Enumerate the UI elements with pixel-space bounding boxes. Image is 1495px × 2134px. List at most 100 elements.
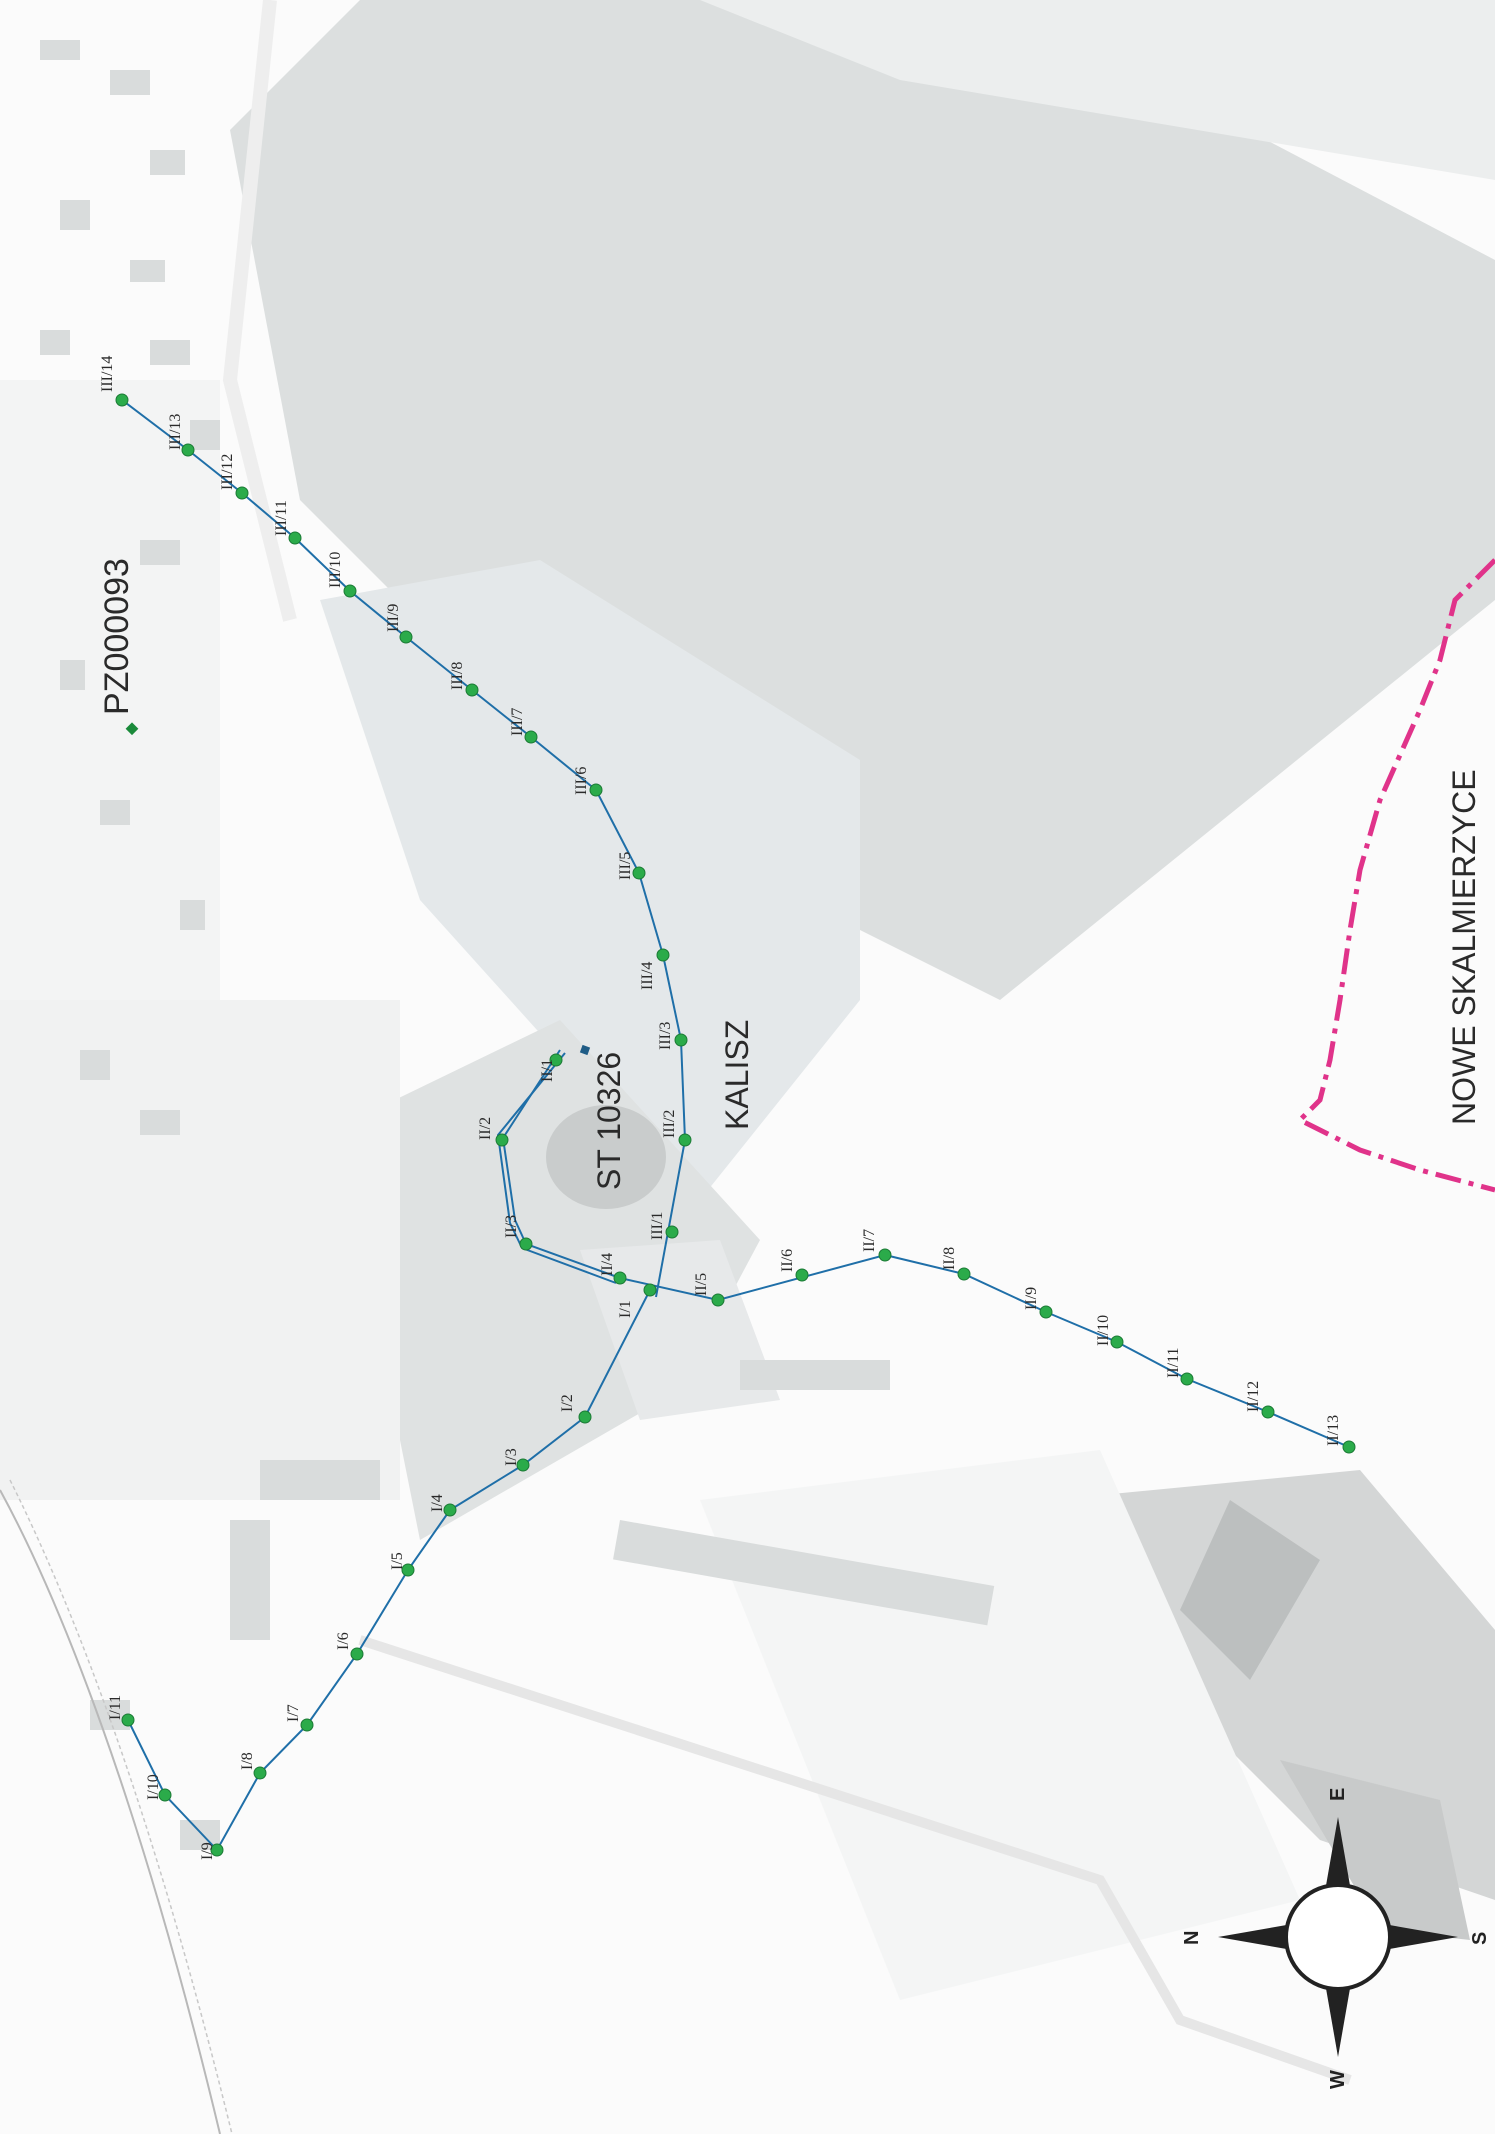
label-III-1: III/1 <box>649 1212 666 1240</box>
city-label: KALISZ <box>719 1020 755 1130</box>
point-I-3[interactable] <box>516 1458 530 1472</box>
point-II-2[interactable] <box>495 1133 509 1147</box>
label-I-4: I/4 <box>429 1494 446 1512</box>
label-I-11: I/11 <box>107 1695 124 1720</box>
point-II-3[interactable] <box>519 1237 533 1251</box>
point-II-12[interactable] <box>1261 1405 1275 1419</box>
point-labels: I/1 I/2 I/3 I/4 I/5 I/6 I/7 I/8 I/9 I/10… <box>99 356 1342 1860</box>
label-III-10: III/10 <box>327 552 344 588</box>
label-III-2: III/2 <box>661 1110 678 1138</box>
point-III-14[interactable] <box>115 393 129 407</box>
point-III-7[interactable] <box>524 730 538 744</box>
point-III-6[interactable] <box>589 783 603 797</box>
point-I-9[interactable] <box>210 1843 224 1857</box>
label-III-9: III/9 <box>385 604 402 632</box>
point-III-5[interactable] <box>632 866 646 880</box>
point-II-11[interactable] <box>1180 1372 1194 1386</box>
compass-rose: N S E W <box>1181 1788 1491 2089</box>
compass-label-w: W <box>1327 2070 1349 2089</box>
point-II-6[interactable] <box>795 1268 809 1282</box>
label-III-6: III/6 <box>573 767 590 795</box>
label-II-12: II/12 <box>1245 1381 1262 1412</box>
point-III-12[interactable] <box>235 486 249 500</box>
compass-needle-n <box>1218 1923 1298 1951</box>
point-II-7[interactable] <box>878 1248 892 1262</box>
label-II-3: II/3 <box>503 1215 520 1238</box>
point-III-3[interactable] <box>674 1033 688 1047</box>
station-terminal <box>579 1044 591 1056</box>
label-I-1: I/1 <box>617 1300 634 1318</box>
label-I-10: I/10 <box>145 1774 162 1800</box>
label-II-1: II/1 <box>539 1059 556 1082</box>
label-II-11: II/11 <box>1165 1347 1182 1378</box>
pz-marker-icon <box>125 722 139 736</box>
label-I-9: I/9 <box>199 1842 216 1860</box>
label-III-4: III/4 <box>639 962 656 990</box>
label-II-4: II/4 <box>599 1253 616 1276</box>
municipal-boundary <box>1295 558 1495 1193</box>
compass-needle-w <box>1324 1977 1352 2057</box>
point-I-8[interactable] <box>253 1766 267 1780</box>
point-I-2[interactable] <box>578 1410 592 1424</box>
point-I-4[interactable] <box>443 1503 457 1517</box>
compass-needle-e <box>1324 1817 1352 1897</box>
label-III-5: III/5 <box>617 852 634 880</box>
point-III-10[interactable] <box>343 584 357 598</box>
point-II-5[interactable] <box>711 1293 725 1307</box>
point-III-11[interactable] <box>288 531 302 545</box>
label-III-7: III/7 <box>509 708 526 736</box>
point-III-2[interactable] <box>678 1133 692 1147</box>
label-III-14: III/14 <box>99 356 116 392</box>
label-III-12: III/12 <box>219 454 236 490</box>
point-II-9[interactable] <box>1039 1305 1053 1319</box>
boundary-label: NOWE SKALMIERZYCE <box>1446 769 1482 1125</box>
point-II-10[interactable] <box>1110 1335 1124 1349</box>
point-II-1[interactable] <box>549 1053 563 1067</box>
point-I-11[interactable] <box>121 1713 135 1727</box>
label-II-9: II/9 <box>1023 1287 1040 1310</box>
point-II-13[interactable] <box>1342 1440 1356 1454</box>
label-II-13: II/13 <box>1325 1415 1342 1446</box>
label-III-8: III/8 <box>449 662 466 690</box>
route-line-III <box>121 399 687 1298</box>
pz-label: PZ000093 <box>98 558 136 715</box>
label-I-5: I/5 <box>389 1552 406 1570</box>
label-II-10: II/10 <box>1095 1315 1112 1346</box>
label-III-11: III/11 <box>273 500 290 536</box>
route-line-II-offset <box>496 1052 617 1284</box>
points <box>115 393 1356 1857</box>
point-II-4[interactable] <box>613 1271 627 1285</box>
point-III-8[interactable] <box>465 683 479 697</box>
label-I-8: I/8 <box>239 1752 256 1770</box>
point-I-5[interactable] <box>401 1563 415 1577</box>
point-I-6[interactable] <box>350 1647 364 1661</box>
label-I-2: I/2 <box>559 1394 576 1412</box>
label-II-6: II/6 <box>779 1249 796 1272</box>
label-I-6: I/6 <box>335 1632 352 1650</box>
point-III-1[interactable] <box>665 1225 679 1239</box>
point-I-1[interactable] <box>643 1283 657 1297</box>
point-I-7[interactable] <box>300 1718 314 1732</box>
label-II-5: II/5 <box>693 1273 710 1296</box>
point-III-9[interactable] <box>399 630 413 644</box>
station-area <box>546 1105 666 1209</box>
label-II-2: II/2 <box>477 1117 494 1140</box>
label-III-13: III/13 <box>167 414 184 450</box>
point-III-13[interactable] <box>181 443 195 457</box>
label-III-3: III/3 <box>657 1022 674 1050</box>
station-label: ST 10326 <box>591 1052 627 1190</box>
point-I-10[interactable] <box>158 1788 172 1802</box>
label-II-8: II/8 <box>941 1247 958 1270</box>
label-II-7: II/7 <box>861 1229 878 1252</box>
compass-label-s: S <box>1469 1932 1491 1945</box>
compass-ring <box>1284 1883 1392 1991</box>
point-II-8[interactable] <box>957 1267 971 1281</box>
compass-label-n: N <box>1181 1931 1203 1945</box>
point-III-4[interactable] <box>656 948 670 962</box>
label-I-3: I/3 <box>503 1448 520 1466</box>
compass-needle-s <box>1378 1923 1458 1951</box>
compass-label-e: E <box>1327 1788 1349 1801</box>
label-I-7: I/7 <box>285 1704 302 1722</box>
